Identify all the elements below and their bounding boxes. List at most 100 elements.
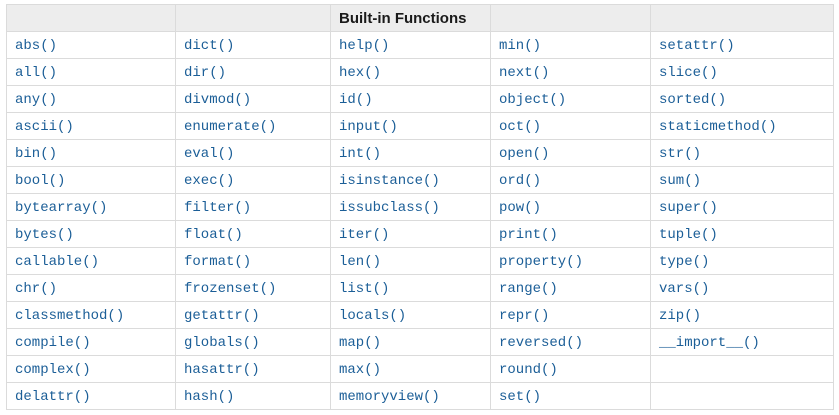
function-link[interactable]: format() (184, 254, 252, 270)
table-row: chr() frozenset() list() range() vars() (6, 274, 834, 302)
function-link[interactable]: id() (339, 92, 373, 108)
function-link[interactable]: sorted() (659, 92, 727, 108)
function-link[interactable]: float() (184, 227, 243, 243)
function-link[interactable]: min() (499, 38, 542, 54)
function-link[interactable]: iter() (339, 227, 390, 243)
function-link[interactable]: property() (499, 254, 584, 270)
function-cell: frozenset() (175, 274, 331, 302)
function-cell: int() (330, 139, 491, 167)
function-cell: slice() (650, 58, 834, 86)
function-link[interactable]: hasattr() (184, 362, 260, 378)
function-link[interactable]: open() (499, 146, 550, 162)
table-body: abs() dict() help() min() setattr() all() dir(… (6, 31, 834, 410)
function-link[interactable]: bytes() (15, 227, 74, 243)
function-link[interactable]: globals() (184, 335, 260, 351)
function-link[interactable]: delattr() (15, 389, 91, 405)
function-cell: iter() (330, 220, 491, 248)
function-link[interactable]: exec() (184, 173, 235, 189)
function-link[interactable]: tuple() (659, 227, 718, 243)
function-cell: ord() (490, 166, 651, 194)
function-link[interactable]: max() (339, 362, 382, 378)
function-cell: bytes() (6, 220, 176, 248)
function-link[interactable]: compile() (15, 335, 91, 351)
function-link[interactable]: divmod() (184, 92, 252, 108)
table-row: bytes() float() iter() print() tuple() (6, 220, 834, 248)
function-link[interactable]: frozenset() (184, 281, 277, 297)
function-link[interactable]: issubclass() (339, 200, 440, 216)
function-link[interactable]: vars() (659, 281, 710, 297)
function-link[interactable]: input() (339, 119, 398, 135)
function-link[interactable]: slice() (659, 65, 718, 81)
function-link[interactable]: staticmethod() (659, 119, 777, 135)
function-link[interactable]: eval() (184, 146, 235, 162)
function-link[interactable]: help() (339, 38, 390, 54)
function-link[interactable]: str() (659, 146, 702, 162)
function-link[interactable]: round() (499, 362, 558, 378)
function-link[interactable]: super() (659, 200, 718, 216)
function-link[interactable]: reversed() (499, 335, 584, 351)
function-cell: id() (330, 85, 491, 113)
function-link[interactable]: __import__() (659, 335, 760, 351)
function-cell: zip() (650, 301, 834, 329)
function-link[interactable]: filter() (184, 200, 252, 216)
function-link[interactable]: len() (339, 254, 382, 270)
function-link[interactable]: repr() (499, 308, 550, 324)
table-row: all() dir() hex() next() slice() (6, 58, 834, 86)
function-link[interactable]: hash() (184, 389, 235, 405)
function-cell: callable() (6, 247, 176, 275)
function-link[interactable]: getattr() (184, 308, 260, 324)
function-link[interactable]: bytearray() (15, 200, 108, 216)
function-cell: memoryview() (330, 382, 491, 410)
function-link[interactable]: memoryview() (339, 389, 440, 405)
builtin-functions-table: Built-in Functions abs() dict() help() min(… (6, 4, 834, 410)
function-link[interactable]: isinstance() (339, 173, 440, 189)
function-link[interactable]: ascii() (15, 119, 74, 135)
function-link[interactable]: complex() (15, 362, 91, 378)
function-cell: range() (490, 274, 651, 302)
table-row: delattr() hash() memoryview() set() (6, 382, 834, 410)
function-link[interactable]: next() (499, 65, 550, 81)
function-link[interactable]: callable() (15, 254, 100, 270)
function-link[interactable]: list() (339, 281, 390, 297)
function-cell: setattr() (650, 31, 834, 59)
function-link[interactable]: int() (339, 146, 382, 162)
function-link[interactable]: dir() (184, 65, 227, 81)
table-row: bool() exec() isinstance() ord() sum() (6, 166, 834, 194)
function-link[interactable]: setattr() (659, 38, 735, 54)
function-link[interactable]: zip() (659, 308, 702, 324)
function-cell: max() (330, 355, 491, 383)
function-cell: sum() (650, 166, 834, 194)
function-link[interactable]: abs() (15, 38, 58, 54)
function-link[interactable]: type() (659, 254, 710, 270)
function-link[interactable]: sum() (659, 173, 702, 189)
function-link[interactable]: hex() (339, 65, 382, 81)
function-link[interactable]: bin() (15, 146, 58, 162)
function-cell: ascii() (6, 112, 176, 140)
function-link[interactable]: set() (499, 389, 542, 405)
function-link[interactable]: bool() (15, 173, 66, 189)
table-row: bytearray() filter() issubclass() pow() supe… (6, 193, 834, 221)
table-row: callable() format() len() property() type() (6, 247, 834, 275)
function-link[interactable]: print() (499, 227, 558, 243)
function-link[interactable]: enumerate() (184, 119, 277, 135)
function-cell: reversed() (490, 328, 651, 356)
function-link[interactable]: dict() (184, 38, 235, 54)
function-cell: complex() (6, 355, 176, 383)
function-link[interactable]: chr() (15, 281, 58, 297)
function-cell: object() (490, 85, 651, 113)
function-link[interactable]: range() (499, 281, 558, 297)
function-link[interactable]: ord() (499, 173, 542, 189)
function-link[interactable]: pow() (499, 200, 542, 216)
table-row: bin() eval() int() open() str() (6, 139, 834, 167)
function-link[interactable]: locals() (339, 308, 407, 324)
function-link[interactable]: any() (15, 92, 58, 108)
function-link[interactable]: object() (499, 92, 567, 108)
function-link[interactable]: classmethod() (15, 308, 125, 324)
function-cell: round() (490, 355, 651, 383)
function-cell: staticmethod() (650, 112, 834, 140)
function-link[interactable]: all() (15, 65, 58, 81)
function-link[interactable]: oct() (499, 119, 542, 135)
function-cell: compile() (6, 328, 176, 356)
function-link[interactable]: map() (339, 335, 382, 351)
table-title: Built-in Functions (330, 4, 491, 32)
